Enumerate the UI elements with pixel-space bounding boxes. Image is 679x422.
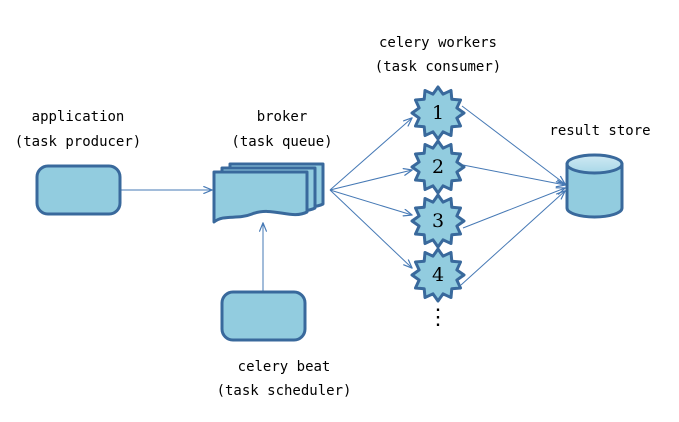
worker-4-number: 4 — [432, 264, 444, 286]
node-broker[interactable] — [212, 162, 325, 224]
workers-layer: 1 2 3 4 — [410, 85, 466, 303]
node-worker-4[interactable]: 4 — [410, 247, 466, 303]
node-application[interactable] — [35, 164, 122, 216]
worker-2-shape[interactable] — [410, 139, 466, 195]
edge-worker-4-to-result-store — [460, 190, 566, 286]
broker-sheet-front[interactable] — [212, 170, 309, 224]
edge-broker-to-worker-4 — [329, 189, 413, 269]
node-celery-beat[interactable] — [220, 290, 307, 342]
node-worker-1[interactable]: 1 — [410, 85, 466, 141]
edge-worker-2-to-result-store — [462, 164, 566, 188]
celery-workers-label-line2: (task consumer) — [375, 59, 501, 75]
broker-label-line1: broker — [257, 109, 308, 125]
worker-2-number: 2 — [432, 156, 444, 178]
worker-overflow-ellipsis: ⋮ — [427, 305, 449, 330]
worker-1-number: 1 — [432, 102, 444, 124]
edge-broker-to-worker-1 — [329, 117, 413, 191]
result-store-cylinder-body[interactable] — [565, 162, 624, 219]
edge-worker-3-to-result-store — [462, 187, 566, 229]
edges-layer — [121, 105, 566, 291]
worker-3-number: 3 — [432, 210, 444, 232]
celery-beat-box[interactable] — [220, 290, 307, 342]
application-label-line2: (task producer) — [15, 134, 141, 150]
worker-4-shape[interactable] — [410, 247, 466, 303]
celery-workers-label-line1: celery workers — [379, 35, 497, 51]
result-store-cylinder-top — [565, 153, 624, 175]
celery-beat-label-line1: celery beat — [238, 359, 331, 375]
worker-3-shape[interactable] — [410, 193, 466, 249]
edge-worker-1-to-result-store — [461, 105, 566, 185]
edge-broker-to-worker-3 — [329, 189, 413, 217]
worker-1-shape[interactable] — [410, 85, 466, 141]
edge-broker-to-worker-2 — [329, 168, 413, 191]
celery-beat-label-line2: (task scheduler) — [217, 383, 352, 399]
application-box[interactable] — [35, 164, 122, 216]
node-worker-3[interactable]: 3 — [410, 193, 466, 249]
node-worker-2[interactable]: 2 — [410, 139, 466, 195]
broker-label-line2: (task queue) — [231, 134, 332, 150]
result-store-label: result store — [549, 123, 650, 139]
node-result-store[interactable] — [565, 153, 624, 219]
application-label-line1: application — [32, 109, 125, 125]
